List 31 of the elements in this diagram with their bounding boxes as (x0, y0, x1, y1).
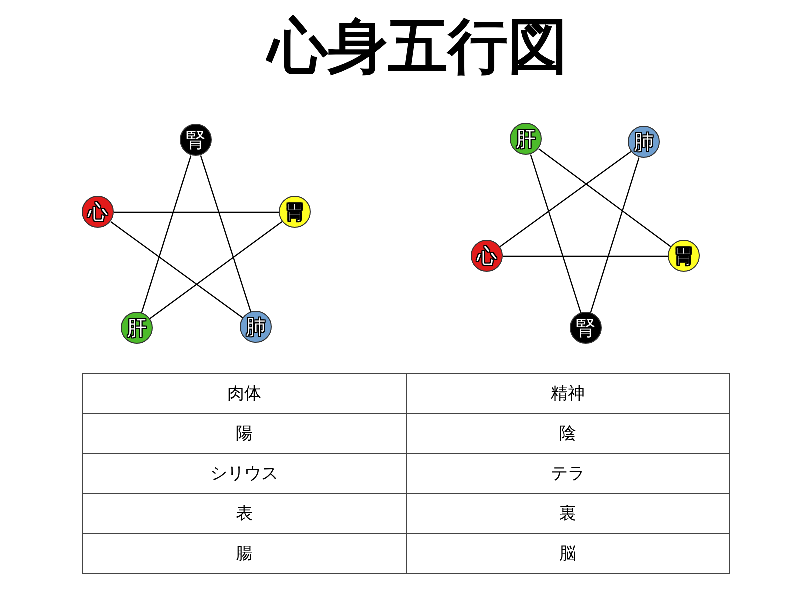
connector-line (200, 156, 252, 312)
table-cell: 精神 (406, 374, 730, 414)
table-cell: 肉体 (82, 374, 406, 414)
table-cell: 脳 (406, 534, 730, 574)
connector-line (141, 156, 192, 314)
table-cell: 陽 (82, 414, 406, 454)
table-cell: 陰 (406, 414, 730, 454)
table-cell: 裏 (406, 494, 730, 534)
connector-line (503, 256, 668, 258)
connector-line (530, 154, 582, 314)
kanji-circle: 肝 (121, 312, 153, 344)
connector-line (590, 158, 640, 314)
kanji-circle: 心 (82, 196, 114, 228)
kanji-circle: 腎 (570, 312, 602, 344)
table-cell: 腸 (82, 534, 406, 574)
connector-line (114, 212, 279, 214)
diagram-title: 心身五行図 (268, 16, 568, 79)
kanji-circle: 胃 (668, 240, 700, 272)
connector-line (110, 221, 244, 319)
kanji-circle: 心 (471, 240, 503, 272)
connector-line (500, 151, 632, 248)
kanji-circle: 肝 (510, 123, 542, 155)
connector-line (150, 221, 282, 320)
kanji-circle: 肺 (240, 311, 272, 343)
kanji-circle: 腎 (180, 124, 212, 156)
table-cell: 表 (82, 494, 406, 534)
connector-line (538, 148, 672, 248)
kanji-circle: 肺 (628, 126, 660, 158)
table-cell: シリウス (82, 454, 406, 494)
kanji-circle: 胃 (279, 196, 311, 228)
table-cell: テラ (406, 454, 730, 494)
